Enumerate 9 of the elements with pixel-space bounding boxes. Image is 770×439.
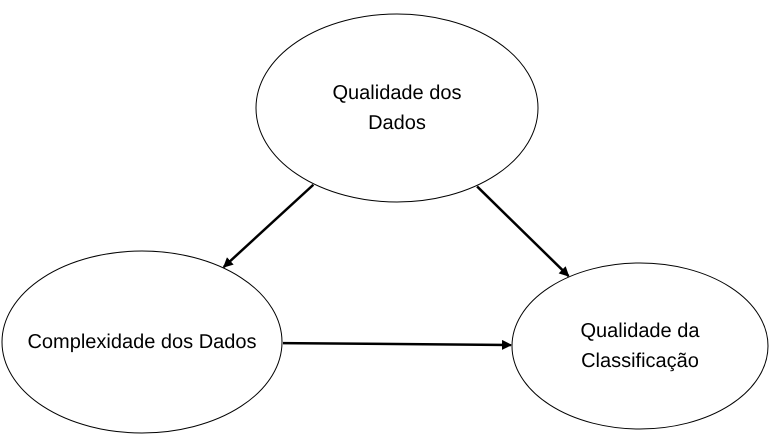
ellipse-node [255,13,539,203]
arrow [222,184,314,268]
ellipse-node [1,250,283,434]
node-label: Qualidade dos Dados [332,81,462,136]
node-label: Complexidade dos Dados [27,330,257,355]
node-label: Qualidade da Classificação [580,319,700,374]
arrow [476,186,570,277]
ellipse-node [511,262,769,430]
arrow [282,340,512,350]
